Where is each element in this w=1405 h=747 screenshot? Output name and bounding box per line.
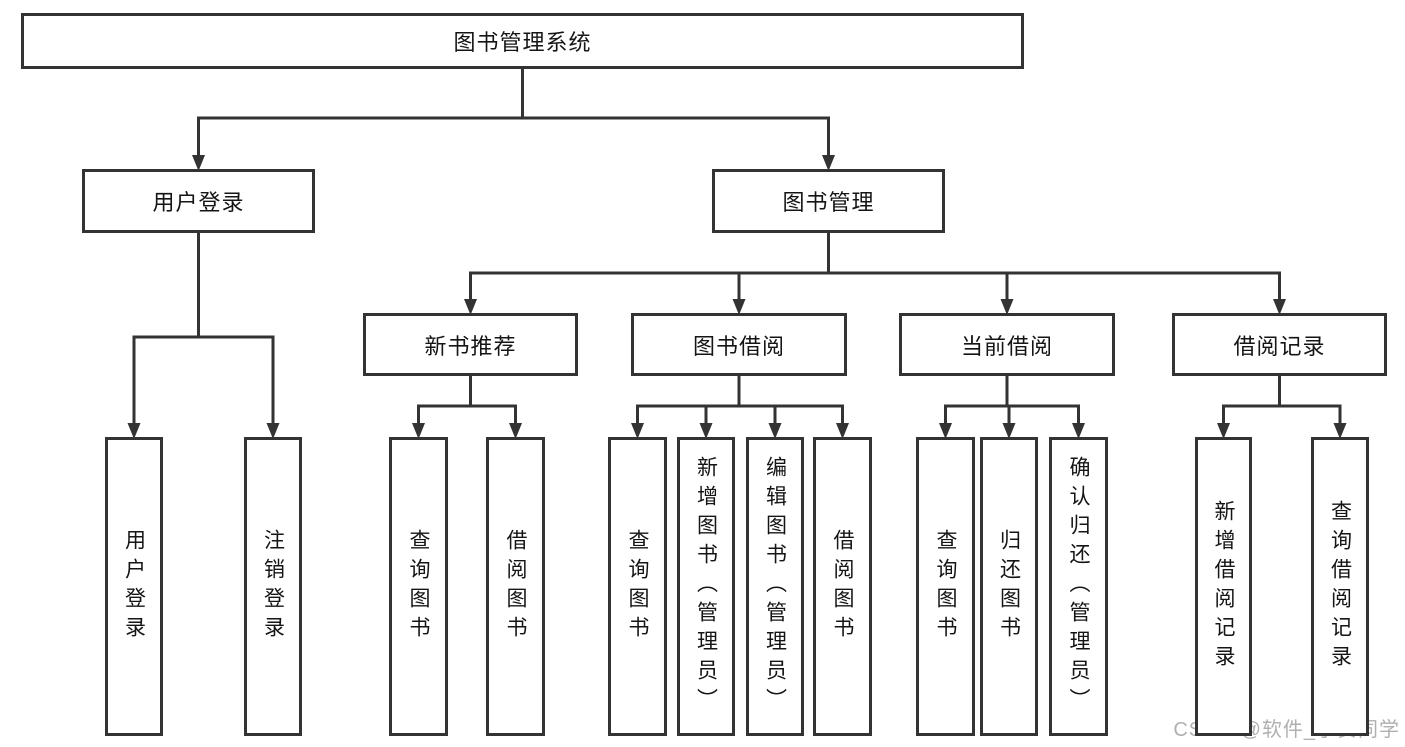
node-label-borrow-book-1: 借阅图书 (504, 528, 527, 645)
node-label-logout: 注销登录 (261, 528, 285, 645)
node-root: 图书管理系统 (21, 13, 1024, 69)
node-label-new-book-rec: 新书推荐 (424, 333, 517, 359)
node-add-borrow-record: 新增借阅记录 (1195, 437, 1252, 736)
node-book-mgmt: 图书管理 (712, 169, 945, 233)
node-label-add-borrow-record: 新增借阅记录 (1212, 499, 1235, 674)
node-book-borrow: 图书借阅 (631, 313, 847, 376)
connector-root (197, 68, 830, 160)
node-query-book-2: 查询图书 (608, 437, 667, 736)
node-borrow-records: 借阅记录 (1172, 313, 1387, 376)
node-logout: 注销登录 (244, 437, 302, 736)
node-label-root: 图书管理系统 (453, 30, 592, 55)
node-label-borrow-book-2: 借阅图书 (831, 528, 854, 645)
node-label-login: 用户登录 (122, 528, 146, 645)
node-confirm-return: 确认归还（管理员） (1049, 437, 1108, 736)
node-label-return-book: 归还图书 (997, 528, 1021, 645)
node-label-user-login: 用户登录 (152, 190, 245, 215)
node-label-query-borrow-record: 查询借阅记录 (1328, 499, 1352, 674)
node-add-book: 新增图书（管理员） (677, 437, 735, 736)
node-label-query-book-1: 查询图书 (407, 528, 430, 645)
node-label-query-book-3: 查询图书 (934, 528, 957, 645)
node-login: 用户登录 (105, 437, 163, 736)
node-label-book-mgmt: 图书管理 (782, 190, 875, 215)
node-new-book-rec: 新书推荐 (363, 313, 578, 376)
connector-book-borrow (636, 375, 844, 428)
node-borrow-book-2: 借阅图书 (813, 437, 872, 736)
node-label-confirm-return: 确认归还（管理员） (1067, 456, 1090, 717)
connector-new-book-rec (417, 375, 517, 428)
node-label-current-borrow: 当前借阅 (960, 333, 1053, 359)
connector-user-login (132, 232, 275, 428)
connector-current-borrow (944, 375, 1080, 428)
node-label-add-book: 新增图书（管理员） (694, 456, 718, 717)
connector-borrow-records (1222, 375, 1342, 428)
node-borrow-book-1: 借阅图书 (486, 437, 545, 736)
node-query-borrow-record: 查询借阅记录 (1311, 437, 1369, 736)
node-return-book: 归还图书 (980, 437, 1038, 736)
node-current-borrow: 当前借阅 (899, 313, 1115, 376)
connector-book-mgmt (469, 232, 1281, 304)
node-query-book-1: 查询图书 (389, 437, 448, 736)
node-user-login: 用户登录 (82, 169, 315, 233)
node-label-query-book-2: 查询图书 (626, 528, 649, 645)
node-label-book-borrow: 图书借阅 (692, 333, 785, 359)
node-label-edit-book: 编辑图书（管理员） (763, 456, 787, 717)
node-label-borrow-records: 借阅记录 (1233, 333, 1326, 359)
node-edit-book: 编辑图书（管理员） (746, 437, 804, 736)
node-query-book-3: 查询图书 (916, 437, 975, 736)
